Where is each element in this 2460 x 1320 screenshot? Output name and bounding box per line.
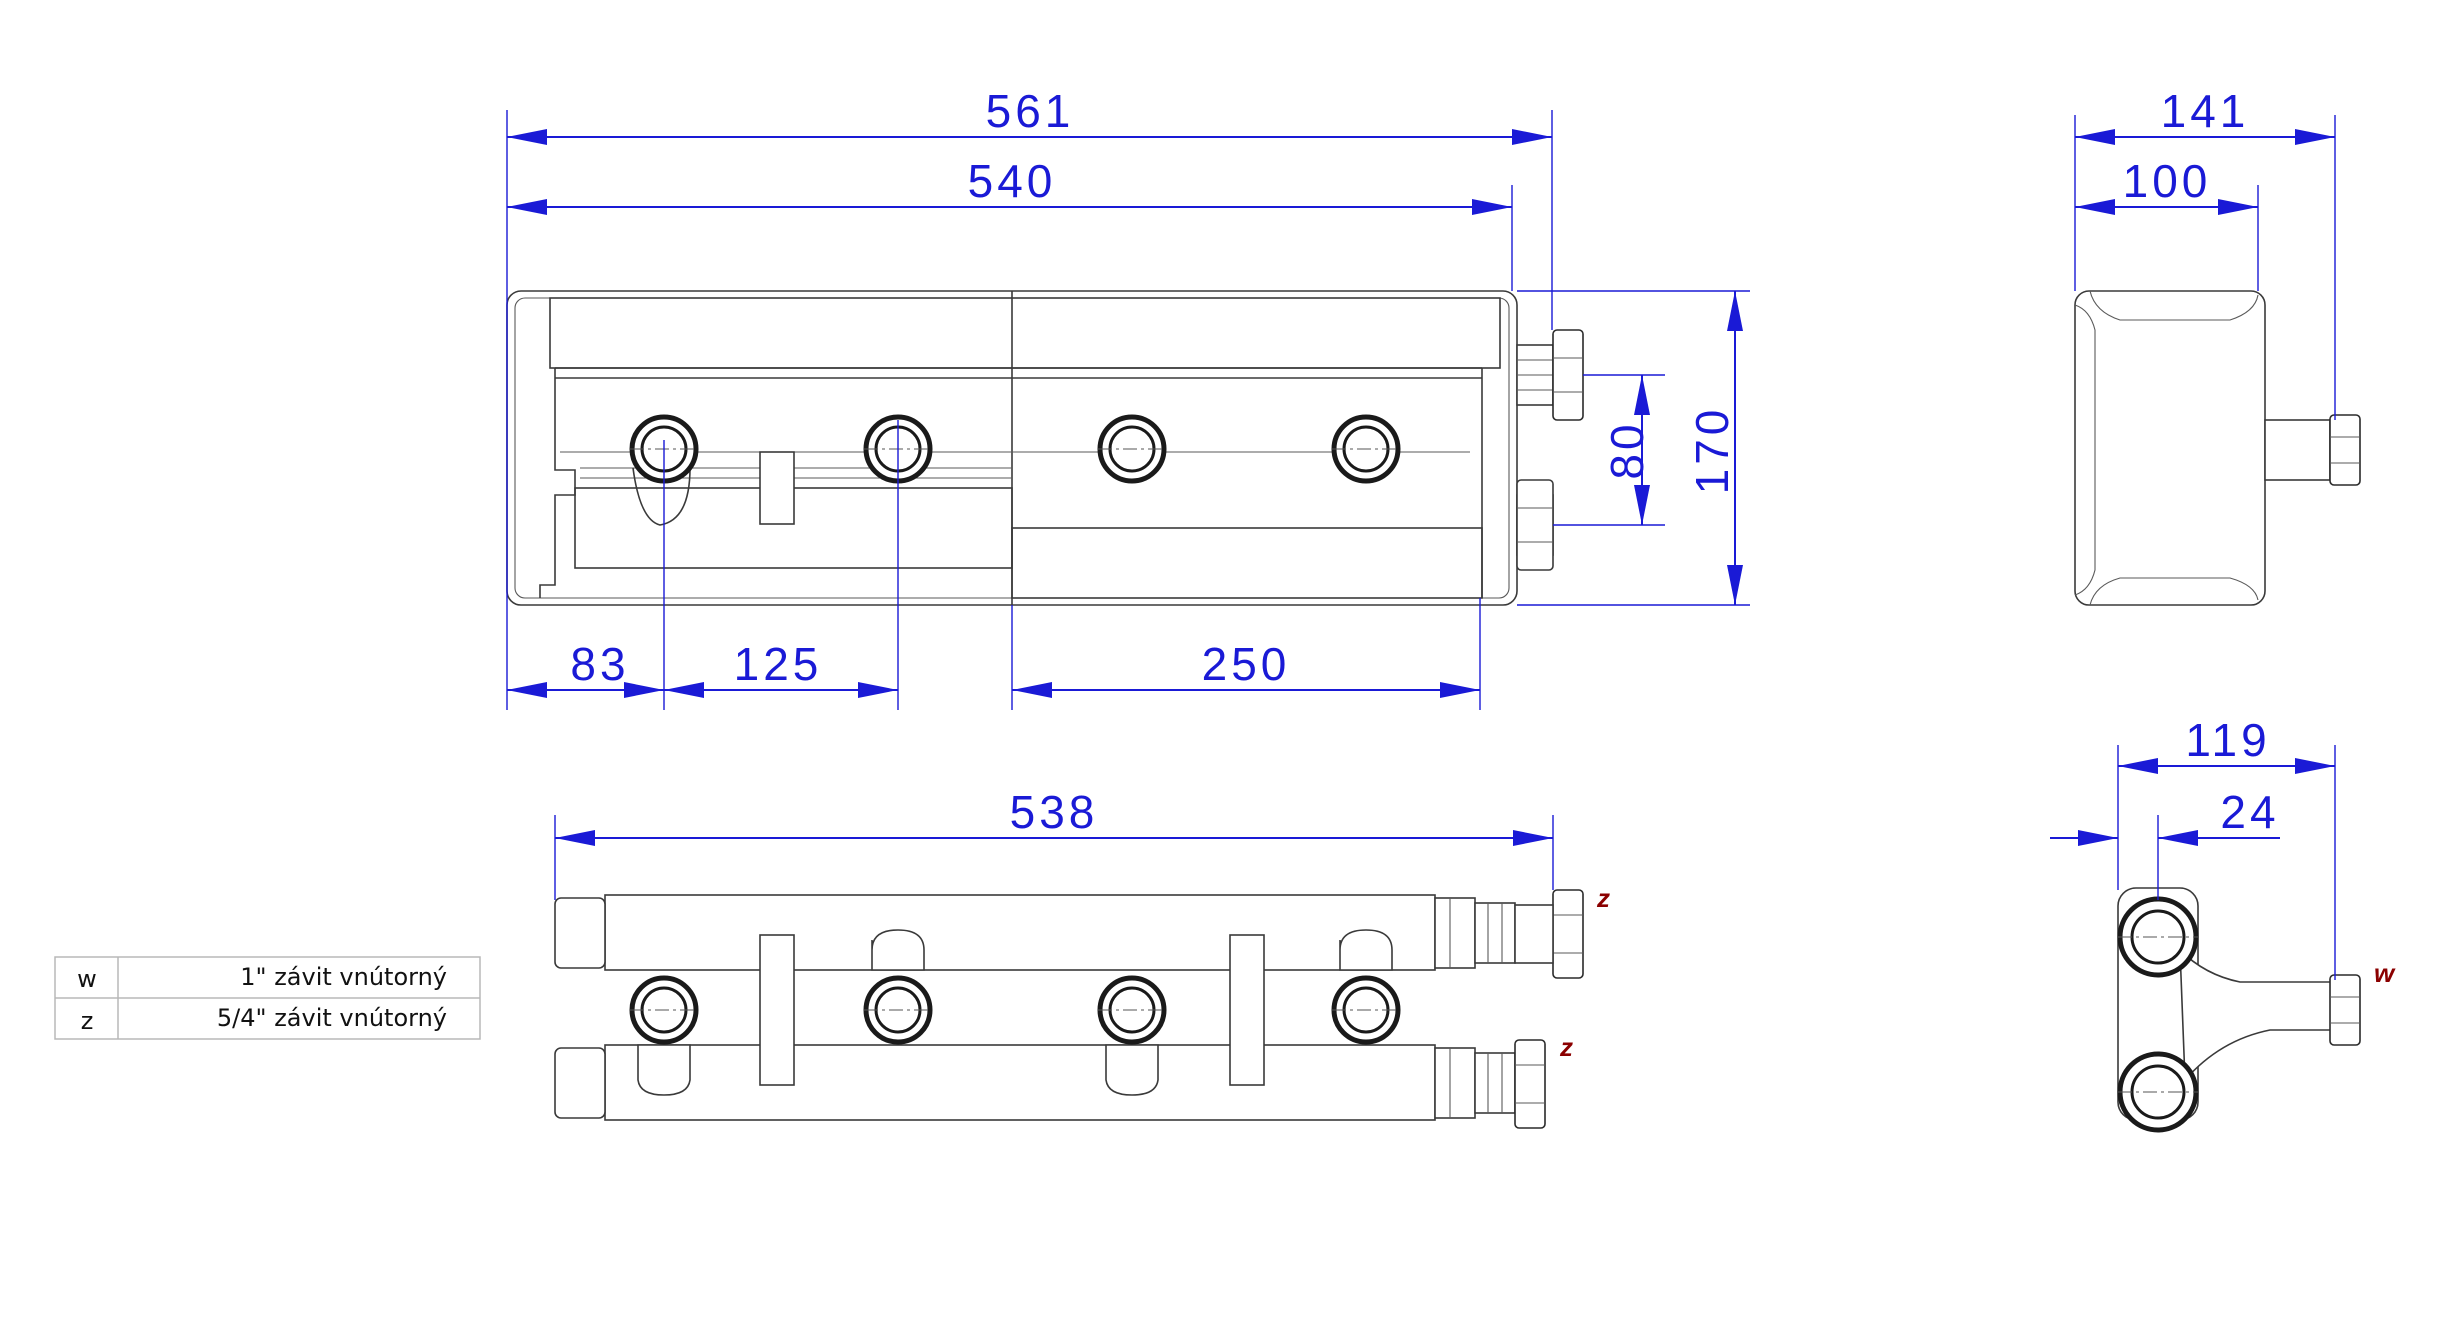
legend-desc-z: 5/4" závit vnútorný (217, 1004, 447, 1032)
side-nut (2329, 414, 2361, 486)
side-housing (2074, 290, 2266, 606)
dim-100: 100 (2123, 155, 2212, 207)
dim-540: 540 (968, 155, 1057, 207)
side-view-dimensions: 141 100 (2074, 85, 2336, 420)
top-port-1 (629, 975, 699, 1045)
end-port-upper (2117, 896, 2199, 978)
top-clamp-right (1229, 934, 1265, 1086)
top-port-4 (1331, 975, 1401, 1045)
legend-desc-w: 1" závit vnútorný (240, 963, 447, 991)
right-fitting-lower (1516, 479, 1554, 571)
front-view-dimensions: 561 540 83 125 250 80 170 (506, 85, 1750, 710)
legend-code-z: z (81, 1007, 94, 1035)
dim-80: 80 (1601, 420, 1653, 479)
side-view (2074, 290, 2361, 606)
housing-top-panel (549, 297, 1501, 369)
side-pipe-stub (2264, 419, 2331, 481)
top-port-2 (863, 975, 933, 1045)
end-view: w (2117, 887, 2396, 1133)
top-clamp-left (759, 934, 795, 1086)
end-nut (2329, 974, 2361, 1046)
dim-119: 119 (2185, 714, 2270, 766)
dim-170: 170 (1686, 406, 1738, 495)
left-bracket (539, 368, 576, 598)
dim-83: 83 (570, 638, 629, 690)
connection-label-w: w (2374, 958, 2396, 988)
legend-table: w 1" závit vnútorný z 5/4" závit vnútorn… (54, 956, 481, 1040)
end-port-lower (2117, 1051, 2199, 1133)
end-view-dimensions: 119 24 (2050, 714, 2336, 980)
dim-141: 141 (2161, 85, 2250, 137)
port-3 (1097, 414, 1167, 484)
front-view (506, 290, 1584, 606)
port-4 (1331, 414, 1401, 484)
dim-250: 250 (1202, 638, 1291, 690)
legend-code-w: w (77, 965, 97, 993)
top-view: z z (554, 883, 1610, 1129)
right-fitting-upper (1516, 329, 1584, 421)
support-clamp (759, 451, 795, 525)
end-branch (2179, 947, 2336, 1083)
dim-561: 561 (986, 85, 1075, 137)
dim-538: 538 (1010, 786, 1099, 838)
top-pipe-upper (604, 894, 1436, 971)
top-pipe-lower (604, 1044, 1436, 1121)
dim-125: 125 (734, 638, 823, 690)
housing-bottom-panel (1011, 527, 1483, 599)
top-view-dimensions: 538 (554, 786, 1554, 900)
connection-label-z-upper: z (1596, 883, 1610, 913)
top-port-3 (1097, 975, 1167, 1045)
connection-label-z-lower: z (1559, 1032, 1573, 1062)
dim-24: 24 (2220, 786, 2279, 838)
